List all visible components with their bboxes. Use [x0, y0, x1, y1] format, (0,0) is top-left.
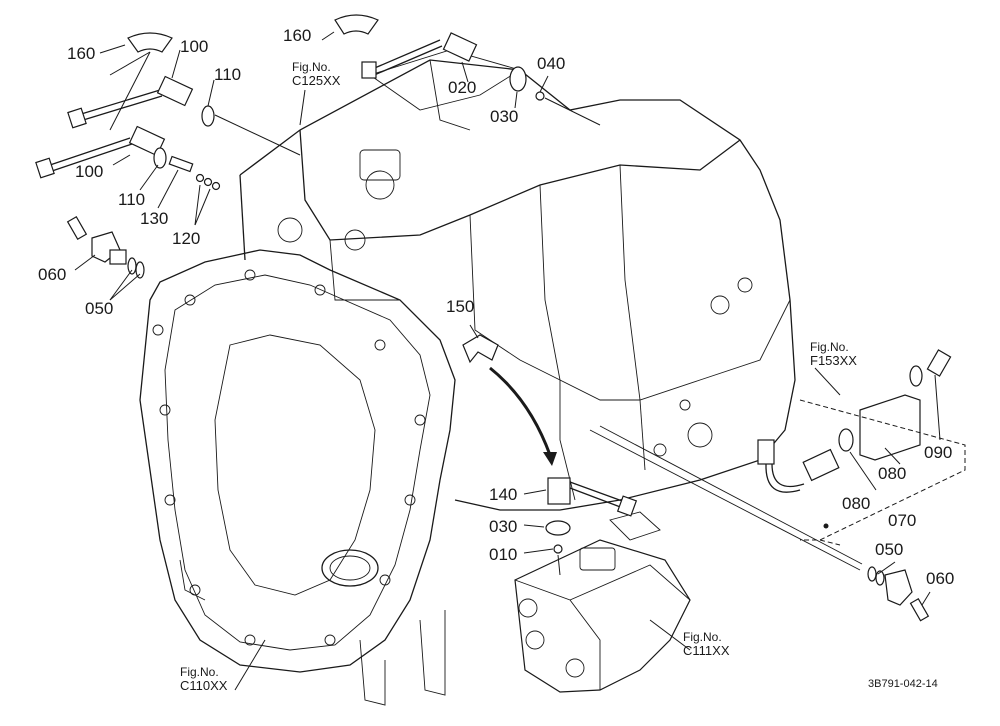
- figure-ref-c111-prefix: Fig.No.: [683, 630, 722, 644]
- valve-assembly: [514, 511, 691, 693]
- label-050-left: 050: [85, 299, 114, 318]
- label-160-left: 160: [67, 44, 96, 63]
- label-040: 040: [537, 54, 566, 73]
- transmission-case: [139, 49, 796, 706]
- label-leaders: [74, 31, 941, 691]
- label-140: 140: [489, 485, 518, 504]
- label-080-right: 080: [878, 464, 907, 483]
- label-080-lower: 080: [842, 494, 871, 513]
- label-110-lower: 110: [118, 190, 146, 209]
- figure-ref-c111[interactable]: Fig.No. C111XX: [683, 630, 730, 658]
- label-090: 090: [924, 443, 953, 462]
- hose-and-arrow: [462, 334, 557, 466]
- label-020: 020: [448, 78, 477, 97]
- pressure-sensor: [545, 477, 638, 576]
- label-120: 120: [172, 229, 201, 248]
- figure-ref-c110-prefix: Fig.No.: [180, 665, 219, 679]
- upper-left-sensors: [35, 14, 379, 191]
- figure-ref-c125[interactable]: Fig.No. C125XX: [292, 60, 340, 88]
- label-100-lower: 100: [75, 162, 104, 181]
- figure-ref-f153-code: F153XX: [810, 353, 857, 368]
- figure-ref-c111-code: C111XX: [683, 643, 730, 658]
- label-030-top: 030: [490, 107, 519, 126]
- right-sensor-group: [589, 349, 966, 622]
- figure-ref-c110[interactable]: Fig.No. C110XX: [180, 665, 227, 693]
- figure-ref-c125-prefix: Fig.No.: [292, 60, 331, 74]
- label-130: 130: [140, 209, 169, 228]
- figure-ref-f153-prefix: Fig.No.: [810, 340, 849, 354]
- label-110-top: 110: [214, 65, 242, 84]
- drawing-number: 3B791-042-14: [868, 678, 938, 690]
- label-030-mid: 030: [489, 517, 518, 536]
- label-050-right: 050: [875, 540, 904, 559]
- label-060-right: 060: [926, 569, 955, 588]
- figure-ref-f153[interactable]: Fig.No. F153XX: [810, 340, 857, 368]
- figure-ref-c125-code: C125XX: [292, 73, 341, 88]
- label-070: 070: [888, 511, 917, 530]
- label-100-top: 100: [180, 37, 209, 56]
- label-160-right: 160: [283, 26, 312, 45]
- upper-sensor: [361, 32, 601, 126]
- speed-sensor-left: [66, 216, 145, 279]
- label-060-left: 060: [38, 265, 67, 284]
- label-150: 150: [446, 297, 475, 316]
- figure-ref-c110-code: C110XX: [180, 678, 228, 693]
- label-010: 010: [489, 545, 518, 564]
